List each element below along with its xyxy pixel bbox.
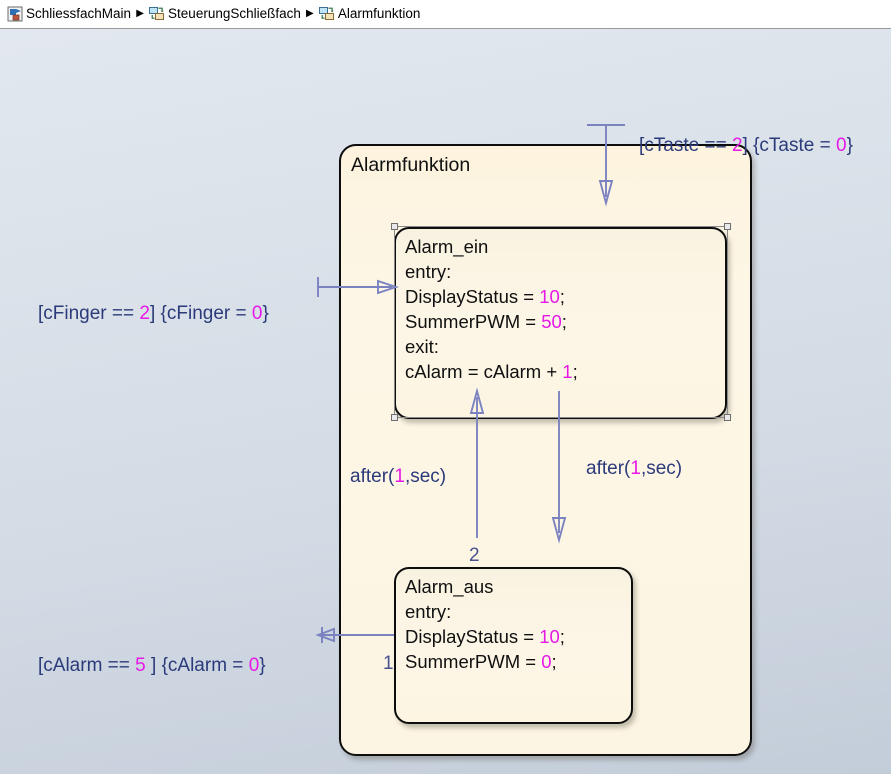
selection-handle-nw[interactable]	[391, 223, 398, 230]
transition-order-after-up: 2	[469, 545, 480, 566]
breadcrumb-item-alarmfunktion[interactable]: Alarmfunktion	[317, 5, 423, 23]
breadcrumb-label: SchliessfachMain	[26, 6, 132, 21]
stateflow-chart-icon	[149, 6, 165, 22]
breadcrumb-separator: ▶	[136, 8, 144, 19]
breadcrumb: SchliessfachMain ▶ SteuerungSchließfach …	[0, 0, 891, 29]
transition-label-ctaste[interactable]: [cTaste == 2] {cTaste = 0}	[639, 135, 853, 156]
transition-order-calarm: 1	[383, 653, 394, 674]
transition-label-after-up[interactable]: after(1,sec)	[350, 466, 447, 487]
breadcrumb-item-steuerungschliessfach[interactable]: SteuerungSchließfach	[147, 5, 303, 23]
transition-label-calarm[interactable]: [cAlarm == 5 ] {cAlarm = 0}	[38, 655, 266, 676]
stateflow-chart-icon	[318, 6, 335, 22]
selection-handle-sw[interactable]	[391, 414, 398, 421]
wire-calarm-arrowhead	[315, 627, 335, 643]
transition-label-after-down[interactable]: after(1,sec)	[586, 458, 683, 479]
selection-outline-top	[398, 226, 724, 227]
superstate-label: Alarmfunktion	[351, 154, 471, 176]
breadcrumb-label: Alarmfunktion	[337, 6, 421, 21]
selection-outline-left	[394, 230, 395, 414]
breadcrumb-label: SteuerungSchließfach	[168, 6, 301, 21]
transition-label-cfinger[interactable]: [cFinger == 2] {cFinger = 0}	[38, 303, 269, 324]
selection-handle-se[interactable]	[724, 414, 731, 421]
selection-handle-ne[interactable]	[724, 223, 731, 230]
model-root-icon	[7, 6, 23, 22]
selection-outline-bottom	[398, 417, 724, 418]
breadcrumb-separator: ▶	[306, 8, 314, 19]
breadcrumb-item-schliessfachmain[interactable]: SchliessfachMain	[5, 5, 133, 23]
selection-outline-right	[727, 230, 728, 414]
